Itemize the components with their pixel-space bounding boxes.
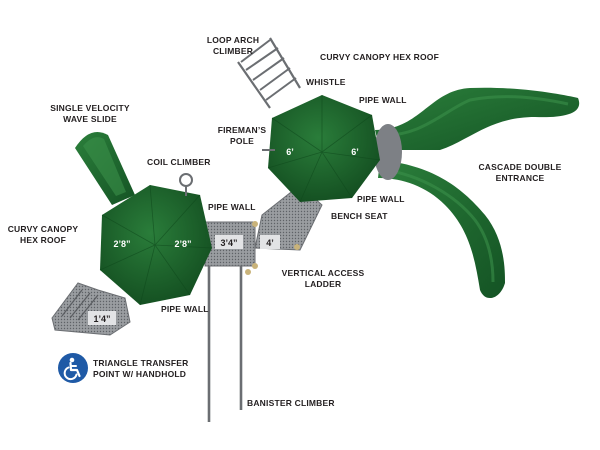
triangle-transfer-point [51,282,131,336]
label-banister-climber: BANISTER CLIMBER [247,398,335,408]
cascade-double-entrance-slide [374,87,580,299]
banister-climber [207,262,243,422]
label-curvy-canopy-hex-roof-left: CURVY CANOPY HEX ROOF [3,224,83,246]
dim-right-deck-right: 6’ [351,147,359,157]
label-line: POINT W/ HANDHOLD [93,369,187,379]
label-line: VERTICAL ACCESS [281,268,365,278]
label-line: CURVY CANOPY [7,224,79,234]
dim-step-box [260,235,280,249]
label-bench-seat: BENCH SEAT [331,211,388,221]
dim-bridge-deck: 3’4” [220,238,237,248]
label-triangle-transfer-point: TRIANGLE TRANSFER POINT W/ HANDHOLD [93,358,188,380]
dim-step-deck: 4’ [266,238,274,248]
label-cascade-double-entrance: CASCADE DOUBLE ENTRANCE [470,162,570,184]
dim-right-deck-left: 6’ [286,147,294,157]
label-line: POLE [230,136,254,146]
label-line: HEX ROOF [20,235,66,245]
coil-climber [179,173,193,196]
label-pipe-wall-center: PIPE WALL [208,202,256,212]
label-pipe-wall-bottom: PIPE WALL [161,304,209,314]
label-line: LOOP ARCH [206,35,260,45]
label-pipe-wall-right: PIPE WALL [357,194,405,204]
wheelchair-accessibility-icon [58,353,88,383]
single-velocity-wave-slide [75,131,135,205]
dim-transfer-box [88,311,116,325]
left-hex-canopy-roof [99,184,213,306]
label-curvy-canopy-hex-roof-top: CURVY CANOPY HEX ROOF [320,52,439,62]
label-line: CLIMBER [212,46,254,56]
label-loop-arch-climber: LOOP ARCH CLIMBER [193,35,273,57]
dim-bridge-box [215,235,243,249]
label-whistle: WHISTLE [306,77,346,87]
label-line: CASCADE DOUBLE [478,162,562,172]
label-line: LADDER [304,279,342,289]
dim-left-deck-right: 2’8” [174,239,191,249]
label-single-velocity-wave-slide: SINGLE VELOCITY WAVE SLIDE [40,103,140,125]
label-vertical-access-ladder: VERTICAL ACCESS LADDER [278,268,368,290]
label-coil-climber: COIL CLIMBER [147,157,211,167]
dim-left-deck-left: 2’8” [113,239,130,249]
label-line: FIREMAN’S [217,125,267,135]
label-line: WAVE SLIDE [63,114,117,124]
dim-transfer-deck: 1’4” [93,314,110,324]
label-line: TRIANGLE TRANSFER [93,358,189,368]
posts [245,221,300,275]
label-line: ENTRANCE [495,173,545,183]
label-pipe-wall-top: PIPE WALL [359,95,407,105]
loop-arch-climber [237,37,301,109]
label-line: SINGLE VELOCITY [50,103,130,113]
label-firemans-pole: FIREMAN’S POLE [212,125,272,147]
right-hex-canopy-roof [267,95,381,203]
